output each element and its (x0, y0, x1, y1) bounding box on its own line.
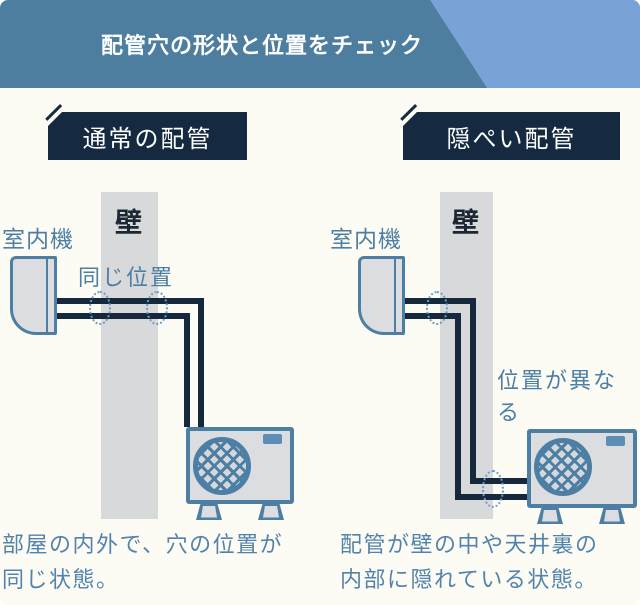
pipe-hole-marker-icon (89, 291, 111, 325)
outdoor-unit-right (527, 429, 637, 508)
pipe-segment (57, 313, 190, 319)
section-label-normal-text: 通常の配管 (82, 124, 213, 153)
section-label-normal-piping: 通常の配管 (48, 112, 247, 160)
unit-foot (599, 507, 625, 524)
indoor-unit-panel-line (393, 259, 396, 332)
pipe-hole-marker-icon (482, 470, 504, 508)
fan-icon (193, 437, 251, 495)
annotation-same-position: 同じ位置 (78, 266, 175, 291)
wall-label-right: 壁 (452, 208, 479, 239)
indoor-unit-label-left: 室内機 (2, 227, 74, 253)
description-line: 配管が壁の中や天井裏の (340, 533, 599, 558)
indoor-unit-left (10, 256, 57, 335)
pipe-segment (57, 298, 204, 304)
description-line: 内部に隠れている状態。 (340, 568, 598, 593)
vent-grille (263, 434, 282, 444)
fan-icon (534, 438, 592, 496)
wall-label-left: 壁 (115, 208, 142, 239)
unit-foot (196, 503, 222, 520)
description-line: 同じ状態。 (2, 568, 120, 593)
description-normal-piping: 部屋の内外で、穴の位置が 同じ状態。 (2, 528, 283, 598)
outdoor-unit-left (186, 427, 294, 504)
pipe-segment (470, 298, 476, 484)
pipe-segment (455, 313, 461, 500)
wall-left (101, 192, 158, 519)
unit-foot (537, 507, 563, 524)
section-label-concealed-text: 隠ぺい配管 (446, 124, 577, 153)
description-line: 部屋の内外で、穴の位置が (2, 533, 284, 558)
indoor-unit-panel-line (45, 259, 48, 332)
section-label-concealed-piping: 隠ぺい配管 (403, 112, 620, 160)
pipe-segment (198, 298, 204, 427)
unit-foot (258, 503, 284, 520)
pipe-segment (184, 313, 190, 427)
wall-right (440, 192, 493, 519)
page-title: 配管穴の形状と位置をチェック (100, 34, 423, 59)
indoor-unit-right (358, 256, 405, 335)
indoor-unit-label-right: 室内機 (330, 227, 402, 253)
description-concealed-piping: 配管が壁の中や天井裏の 内部に隠れている状態。 (340, 528, 599, 598)
vent-grille (606, 436, 625, 446)
pipe-hole-marker-icon (146, 291, 168, 325)
pipe-hole-marker-icon (426, 291, 448, 325)
header-banner: 配管穴の形状と位置をチェック (0, 0, 640, 88)
annotation-different-position: 位置が異なる (497, 369, 618, 426)
